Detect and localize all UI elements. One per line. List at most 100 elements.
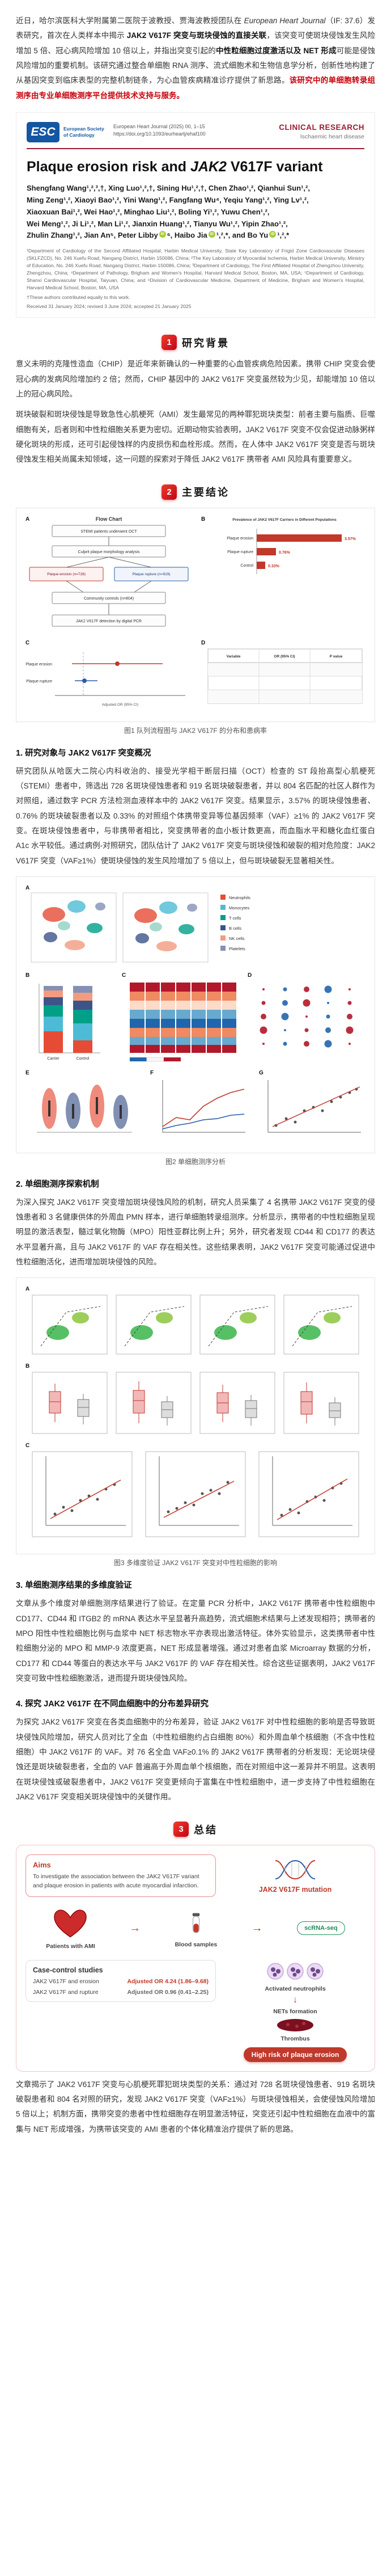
intro-text-3: ，该突变可使斑块侵蚀发生风险增加 5 倍、冠心病风险增加 10 倍以上，并指出突… bbox=[16, 31, 375, 55]
aims-text: To investigate the association between t… bbox=[33, 1873, 199, 1890]
stats-table: Variable OR (95% CI) P value bbox=[207, 648, 363, 704]
esc-logo: ESC European Society of Cardiology bbox=[27, 121, 105, 142]
blood-tube-icon bbox=[192, 1913, 200, 1933]
legend-label: B cells bbox=[229, 926, 241, 931]
abstract-flow: Patients with AMI Blood samples scRNA-se… bbox=[29, 1907, 362, 1950]
figure-1: A Flow Chart STEMI patients underwent OC… bbox=[16, 507, 375, 722]
fig1-panel-d-label: D bbox=[201, 640, 205, 646]
intro-text-1: 近日，哈尔滨医科大学附属第二医院于波教授、贾海波教授团队在 bbox=[16, 16, 244, 25]
section-badge-background: 1 研究背景 bbox=[16, 335, 375, 351]
subsection-2-title: 2. 单细胞测序探索机制 bbox=[16, 1179, 99, 1189]
article-category-block: CLINICAL RESEARCH Ischaemic heart diseas… bbox=[279, 122, 364, 140]
author-line: Wei Meng¹,², Ji Li¹,², Man Li¹,², Jianxi… bbox=[27, 219, 288, 228]
subsection-3-text: 文章从多个维度对单细胞测序结果进行了验证。在定量 PCR 分析中，JAK2 V6… bbox=[16, 1599, 375, 1683]
figure-1-caption: 图1 队列流程图与 JAK2 V617F 的分布和患病率 bbox=[124, 726, 267, 735]
author-line-part: ¹,²,* bbox=[277, 231, 290, 240]
box-plot-panels bbox=[32, 1372, 359, 1434]
paper-title: Plaque erosion risk and JAK2 V617F varia… bbox=[27, 158, 364, 176]
author-line: Ming Zeng¹,², Xiaoyi Bao¹,², Yini Wang¹,… bbox=[27, 195, 309, 204]
fig3-panel-c-label: C bbox=[26, 1443, 29, 1449]
figure-3-graphic: A B bbox=[26, 1286, 359, 1537]
bar-value: 0.33% bbox=[268, 564, 280, 568]
scrna-seq-badge: scRNA-seq bbox=[297, 1921, 345, 1936]
dot-plot bbox=[260, 985, 354, 1048]
bar-group-label: Plaque rupture bbox=[227, 550, 253, 554]
forest-axis-label: Adjusted OR (95% CI) bbox=[102, 703, 138, 707]
section-badge-summary: 3 总结 bbox=[16, 1822, 375, 1837]
figure-3-caption: 图3 多维度验证 JAK2 V617F 突变对中性粒细胞的影响 bbox=[113, 1559, 278, 1567]
orcid-icon: iD bbox=[208, 231, 215, 238]
figure-2: A bbox=[16, 876, 375, 1153]
intro-text-4: 可能是侵蚀风险增加的重要机制。该研究通过整合单细胞 RNA 测序、流式细胞术和生… bbox=[16, 46, 376, 85]
article-category: CLINICAL RESEARCH bbox=[279, 123, 364, 132]
fig3-panel-a-label: A bbox=[26, 1286, 29, 1292]
case-control-box: Case-control studies JAK2 V617F and eros… bbox=[26, 1959, 216, 2002]
forest-row-label: Plaque erosion bbox=[26, 663, 52, 667]
dna-icon bbox=[275, 1860, 316, 1880]
erosion-odds-ratio: Adjusted OR 4.24 (1.86–9.68) bbox=[127, 1978, 209, 1985]
correlation-scatter bbox=[267, 1080, 361, 1133]
table-header: Variable bbox=[227, 655, 241, 659]
heart-icon bbox=[54, 1909, 87, 1938]
figure-2-graphic: A bbox=[26, 885, 361, 1133]
rupture-stat-row: JAK2 V617F and rupture Adjusted OR 0.96 … bbox=[33, 1989, 209, 1996]
legend-label: Monocytes bbox=[229, 905, 250, 910]
mutation-box: JAK2 V617F mutation bbox=[225, 1854, 366, 1897]
section-title: 主要结论 bbox=[182, 487, 230, 499]
ami-patients-label: Patients with AMI bbox=[46, 1942, 95, 1950]
legend-label: NK cells bbox=[229, 936, 245, 941]
arrow-icon bbox=[129, 1922, 141, 1935]
intro-bold-2: 中性粒细胞过度激活以及 NET 形成 bbox=[216, 46, 337, 55]
article-page: 近日，哈尔滨医科大学附属第二医院于波教授、贾海波教授团队在 European H… bbox=[0, 0, 391, 2160]
subsection-2-text: 为深入探究 JAK2 V617F 突变增加斑块侵蚀风险的机制，研究人员采集了 4… bbox=[16, 1198, 375, 1267]
neutrophil-cells-icon bbox=[267, 1963, 324, 1980]
heatmap bbox=[130, 982, 236, 1062]
bar-value: 3.57% bbox=[345, 537, 356, 541]
fig1-panel-c-label: C bbox=[26, 640, 29, 646]
figure-2-caption: 图2 单细胞测序分析 bbox=[165, 1157, 226, 1166]
blood-samples-item: Blood samples bbox=[175, 1909, 217, 1948]
journal-name: European Heart Journal bbox=[244, 16, 326, 25]
subsection-3-title: 3. 单细胞测序结果的多维度验证 bbox=[16, 1581, 132, 1591]
neutrophil-label: Activated neutrophils bbox=[265, 1985, 326, 1992]
equal-contribution-note: †These authors contributed equally to th… bbox=[27, 294, 130, 301]
paper-title-part1: Plaque erosion risk and bbox=[27, 158, 190, 175]
flow-box-label: Culprit plaque morphology analysis bbox=[78, 550, 140, 554]
fig1-panel-a-label: A bbox=[26, 516, 29, 522]
fig3-panel-b-label: B bbox=[26, 1363, 29, 1369]
figure-1-graphic: A Flow Chart STEMI patients underwent OC… bbox=[26, 516, 363, 707]
fig2-panel-e-label: E bbox=[26, 1070, 29, 1076]
rupture-odds-ratio: Adjusted OR 0.96 (0.41–2.25) bbox=[127, 1988, 209, 1996]
umap-plot-2 bbox=[122, 892, 209, 963]
nets-label: NETs formation bbox=[273, 2008, 317, 2015]
fig2-panel-c-label: C bbox=[122, 972, 126, 979]
case-control-title: Case-control studies bbox=[33, 1966, 103, 1974]
intro-paragraph: 近日，哈尔滨医科大学附属第二医院于波教授、贾海波教授团队在 European H… bbox=[16, 14, 375, 103]
section-number-icon: 1 bbox=[162, 335, 177, 351]
bar-group-label: Carrier bbox=[47, 1057, 60, 1061]
stacked-bar-chart: Carrier Control bbox=[39, 983, 100, 1061]
article-subcategory: Ischaemic heart disease bbox=[300, 133, 364, 140]
legend-label: Neutrophils bbox=[229, 895, 250, 900]
section-number-icon: 3 bbox=[173, 1822, 189, 1837]
bar-group-label: Plaque erosion bbox=[227, 537, 253, 541]
author-line: Xiaoxuan Bai¹,², Wei Hao¹,², Minghao Liu… bbox=[27, 207, 270, 216]
legend-label: T cells bbox=[229, 916, 241, 921]
doi-link[interactable]: https://doi.org/10.1093/eurheartj/ehaf10… bbox=[113, 131, 206, 137]
flow-cytometry-panels bbox=[32, 1295, 359, 1355]
bar-group-label: Control bbox=[240, 564, 253, 568]
esc-logo-subtitle: European Society of Cardiology bbox=[63, 126, 104, 138]
paper-title-gene: JAK2 bbox=[190, 158, 227, 175]
intro-bold-1: JAK2 V617F 突变与斑块侵蚀的直接关联 bbox=[126, 31, 267, 40]
journal-citation: European Heart Journal (2025) 00, 1–15 bbox=[113, 123, 205, 129]
section-badge-conclusions: 2 主要结论 bbox=[16, 484, 375, 500]
bar-value: 0.76% bbox=[279, 551, 291, 555]
thrombus-label: Thrombus bbox=[280, 2035, 310, 2042]
fig2-panel-a-label: A bbox=[26, 885, 29, 891]
prevalence-bar-chart: Plaque erosion 3.57% Plaque rupture 0.76… bbox=[227, 528, 356, 574]
correlation-panels bbox=[32, 1451, 359, 1537]
forest-row-label: Plaque rupture bbox=[26, 680, 52, 684]
mechanism-column: Activated neutrophils NETs formation Thr… bbox=[225, 1960, 366, 2062]
orcid-icon: iD bbox=[269, 231, 277, 238]
intro-highlight: 该研究中的单细胞转录组测序由专业单细胞测序平台提供技术支持与服务。 bbox=[16, 76, 376, 100]
